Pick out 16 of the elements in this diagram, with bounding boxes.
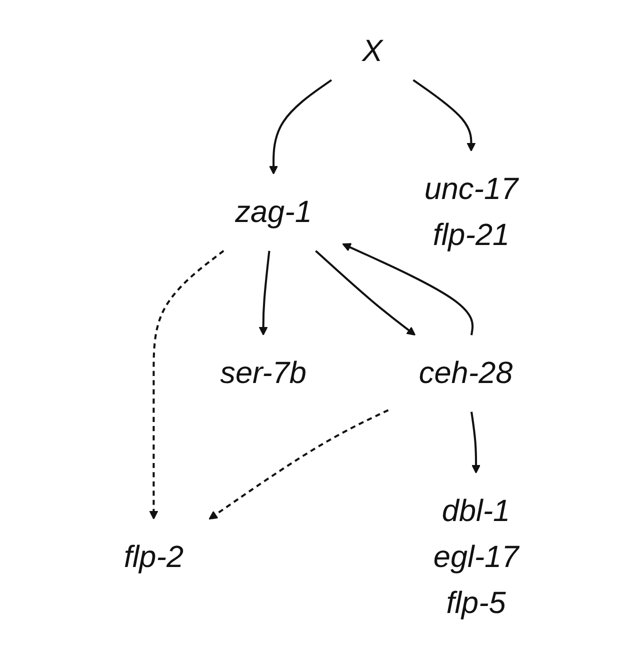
arrow <box>268 79 332 175</box>
arrow <box>208 409 388 520</box>
gene-regulation-diagram: X unc-17 flp-21 zag-1 ser-7b ceh-28 dbl-1 egl-17 flp-5 flp-2 <box>84 5 558 650</box>
node-text: flp-2 <box>124 540 184 574</box>
arrow <box>148 250 224 520</box>
arrow <box>412 79 476 152</box>
arrow <box>314 250 416 336</box>
arrow <box>470 412 480 474</box>
arrow <box>258 250 270 336</box>
arrow <box>342 243 474 336</box>
node-text: ceh-28 <box>418 356 512 390</box>
node-text: zag-1 <box>234 196 312 230</box>
node-text: dbl-1 egl-17 flp-5 <box>433 494 518 620</box>
node-text: X <box>362 34 382 68</box>
node-text: unc-17 flp-21 <box>424 172 518 252</box>
node-text: ser-7b <box>220 356 306 390</box>
